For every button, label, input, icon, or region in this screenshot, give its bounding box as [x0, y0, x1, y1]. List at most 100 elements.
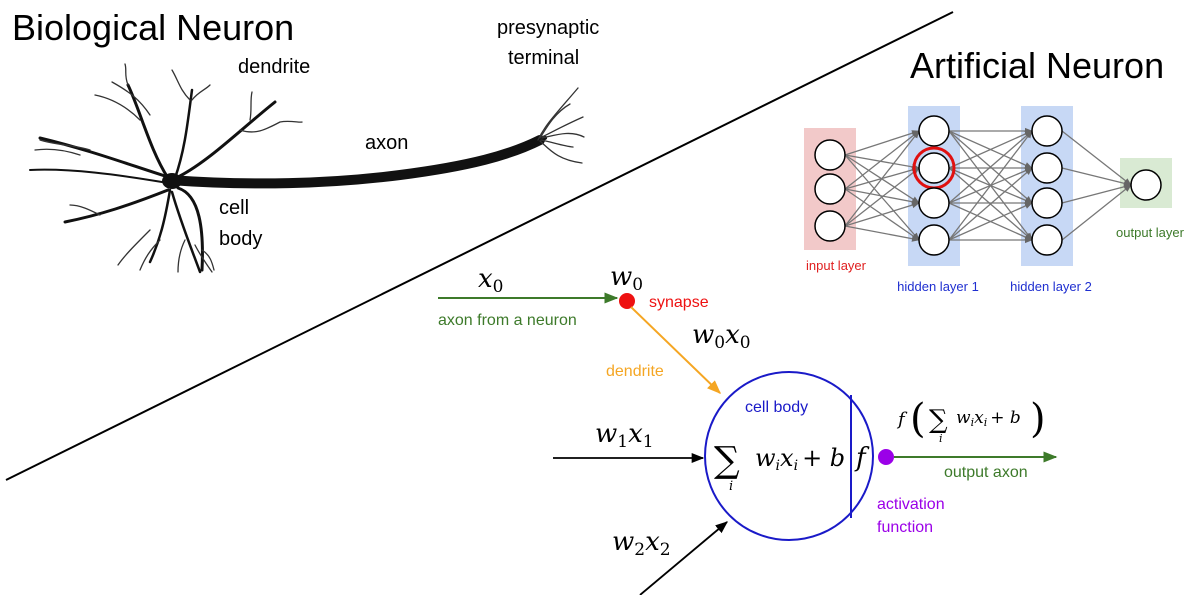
- dendrite-branch: [178, 100, 277, 178]
- activation-label-line1: activation: [877, 496, 945, 513]
- label-axon: axon: [365, 132, 408, 154]
- dendrite-arrow: [630, 306, 722, 394]
- dendrite-twig: [124, 63, 129, 86]
- output-formula-sum: ∑: [929, 405, 948, 435]
- label-cell-body-line1: cell: [219, 197, 249, 219]
- cell-body-circle: [704, 371, 874, 541]
- network-edge: [948, 202, 1033, 241]
- terminal-twig: [539, 103, 571, 139]
- network-node: [1130, 169, 1162, 201]
- neural-network: input layer hidden layer 1 hidden layer 2 o…: [804, 106, 1185, 294]
- network-node: [1031, 187, 1063, 219]
- synapse-dot: [619, 293, 635, 309]
- network-edge: [844, 188, 920, 205]
- sum-index: i: [729, 479, 733, 494]
- label-cell-body-line2: body: [219, 228, 262, 250]
- dendrite-twig: [111, 81, 151, 116]
- network-node: [814, 210, 846, 242]
- output-formula-body: wixi+ b: [956, 408, 1021, 429]
- dendrite-branch: [173, 88, 194, 180]
- terminal-twig: [539, 140, 583, 164]
- layer-label: output layer: [1116, 225, 1185, 240]
- dendrite-twig: [117, 229, 151, 266]
- w0x0-label: w0x0: [692, 320, 751, 353]
- network-node: [918, 187, 950, 219]
- w1x1-label: w1x1: [595, 419, 654, 452]
- sum-symbol: ∑: [714, 440, 740, 481]
- network-edge: [844, 130, 920, 156]
- network-edge: [844, 202, 920, 227]
- output-formula-close-paren: ): [1030, 396, 1046, 442]
- weighted-sum: wixi+ b: [755, 444, 845, 474]
- dendrite-twig: [249, 91, 253, 121]
- dendrite-twig: [139, 239, 161, 271]
- biological-neuron-drawing: [29, 63, 585, 274]
- network-node: [1031, 224, 1063, 256]
- dendrite-twig: [194, 244, 213, 273]
- dendrite-twig: [171, 69, 191, 101]
- dendrite-label: dendrite: [606, 363, 664, 380]
- network-node: [918, 224, 950, 256]
- dendrite-twig: [34, 148, 81, 156]
- network-edge: [948, 167, 1033, 241]
- dendrite-branch: [29, 168, 163, 183]
- network-edge: [844, 130, 920, 227]
- dendrite-twig: [239, 120, 303, 133]
- output-formula-open-paren: (: [910, 396, 926, 442]
- network-edge: [948, 130, 1033, 169]
- w2x2-label: w2x2: [612, 527, 671, 560]
- output-formula: f ( ∑ i wixi+ b ): [896, 396, 1046, 445]
- terminal-twig: [541, 132, 585, 139]
- dendrite-branch: [63, 188, 170, 224]
- dendrite-twig: [177, 239, 186, 273]
- network-edge: [844, 225, 920, 242]
- cell-body-label: cell body: [745, 399, 808, 416]
- layer-label: hidden layer 1: [897, 279, 979, 294]
- terminal-twig: [537, 87, 579, 141]
- network-edge: [1061, 167, 1132, 187]
- label-presynaptic-line2: terminal: [508, 47, 579, 69]
- network-node: [814, 139, 846, 171]
- axon-shape: [165, 135, 545, 189]
- terminal-twig: [540, 139, 574, 148]
- output-formula-f: f: [896, 409, 908, 430]
- activation-dot: [878, 449, 894, 465]
- network-edge: [948, 130, 1033, 204]
- network-node: [1031, 115, 1063, 147]
- dendrite-twig: [201, 249, 215, 271]
- network-node: [918, 152, 950, 184]
- network-edge: [844, 154, 920, 170]
- artificial-title: Artificial Neuron: [910, 45, 1164, 86]
- network-node: [814, 173, 846, 205]
- terminal-twig: [541, 116, 584, 138]
- network-edge: [1061, 130, 1132, 186]
- layer-label: hidden layer 2: [1010, 279, 1092, 294]
- dendrite-twig: [39, 139, 91, 151]
- diagonal-divider: [5, 11, 954, 481]
- dendrite-twig: [191, 84, 211, 101]
- synapse-label: synapse: [649, 294, 709, 311]
- biological-title: Biological Neuron: [12, 7, 294, 48]
- label-presynaptic-line1: presynaptic: [497, 17, 599, 39]
- dendrite-branch: [176, 186, 204, 272]
- network-edge: [1061, 183, 1132, 204]
- network-edge: [844, 130, 920, 190]
- network-edge: [844, 167, 920, 227]
- axon-from-neuron-label: axon from a neuron: [438, 312, 577, 329]
- dendrite-branch: [148, 188, 172, 264]
- dendrite-twig: [69, 204, 101, 216]
- activation-f: f: [854, 443, 870, 473]
- dendrite-branch: [170, 190, 202, 274]
- dendrite-twig: [94, 94, 141, 121]
- dendrite-branch: [38, 136, 167, 178]
- dendrite-branch: [126, 83, 170, 180]
- label-dendrite: dendrite: [238, 56, 310, 78]
- output-formula-sum-index: i: [939, 432, 943, 445]
- network-edge: [948, 130, 1033, 241]
- activation-label-line2: function: [877, 519, 933, 536]
- layer-label: input layer: [806, 258, 867, 273]
- x0-label: x0: [478, 264, 504, 297]
- w0-label: w0: [610, 262, 643, 295]
- network-edge: [1061, 184, 1132, 241]
